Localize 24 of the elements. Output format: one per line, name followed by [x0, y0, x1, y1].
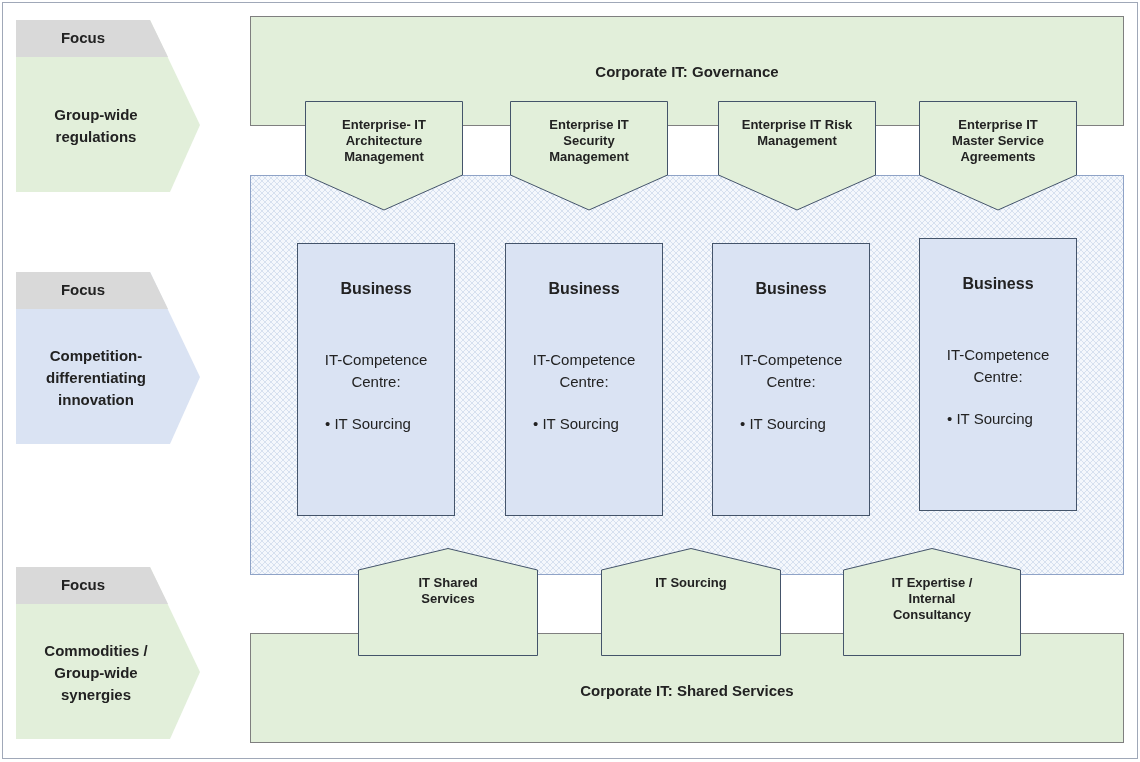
- bullet-item: • IT Sourcing: [740, 414, 826, 434]
- pentagon-label: Enterprise IT Master Service Agreements: [951, 117, 1045, 165]
- card-text: IT-Competence Centre:: [323, 350, 429, 392]
- bullet-item: • IT Sourcing: [533, 414, 619, 434]
- card-heading: Business: [548, 279, 620, 299]
- card-heading: Business: [340, 279, 412, 299]
- bullet-item: • IT Sourcing: [325, 414, 411, 434]
- card-text: IT-Competence Centre:: [945, 345, 1051, 387]
- heading: Focus: [60, 28, 106, 49]
- focus-label: Group-wide regulations: [53, 105, 139, 147]
- pentagon-label: Enterprise IT Risk Management: [740, 117, 854, 149]
- heading: Focus: [60, 280, 106, 301]
- band-title: Corporate IT: Shared Services: [580, 681, 794, 701]
- pentagon-label: Enterprise IT Security Management: [548, 117, 630, 165]
- card-text: IT-Competence Centre:: [531, 350, 637, 392]
- focus-label: Competition-differentiating innovation: [45, 346, 147, 410]
- band-title: Corporate IT: Governance: [595, 62, 779, 82]
- card-text: IT-Competence Centre:: [738, 350, 844, 392]
- card-heading: Business: [962, 274, 1034, 294]
- pentagon-label: Enterprise- IT Architecture Management: [341, 117, 427, 165]
- card-heading: Business: [755, 279, 827, 299]
- heading: Focus: [60, 575, 106, 596]
- bullet-item: • IT Sourcing: [947, 409, 1033, 429]
- focus-label: Commodities / Group-wide synergies: [43, 641, 149, 705]
